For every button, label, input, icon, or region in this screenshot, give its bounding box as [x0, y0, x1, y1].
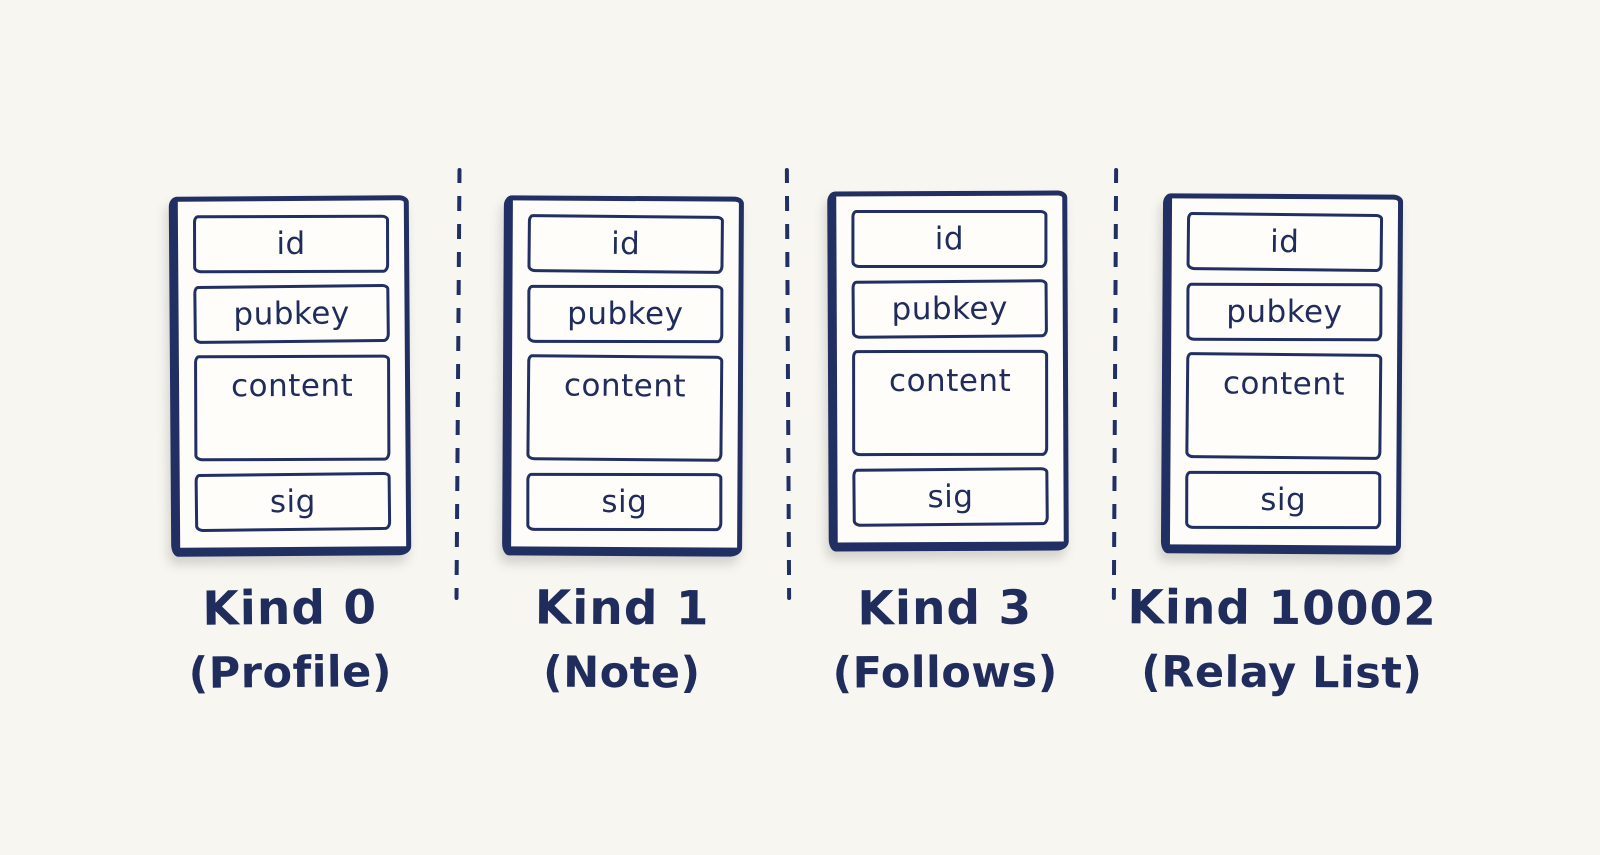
- field-pubkey: pubkey: [1186, 282, 1383, 342]
- kind-sublabel: (Note): [542, 647, 701, 699]
- kind-sublabel: (Follows): [832, 647, 1058, 699]
- dashed-divider: [454, 167, 462, 601]
- field-sig: sig: [1185, 470, 1382, 530]
- kind-label: Kind 3: [857, 580, 1033, 637]
- field-pubkey: pubkey: [527, 284, 724, 344]
- event-card-kind-0: id pubkey content sig: [168, 195, 412, 557]
- kind-sublabel: (Relay List): [1141, 646, 1423, 699]
- field-content: content: [852, 349, 1049, 457]
- field-id: id: [851, 209, 1048, 268]
- caption-kind-1: Kind 1 (Note): [442, 575, 803, 705]
- field-sig: sig: [194, 471, 392, 533]
- event-card-kind-1: id pubkey content sig: [502, 195, 744, 557]
- field-pubkey: pubkey: [851, 279, 1048, 339]
- field-content: content: [1185, 352, 1383, 460]
- kind-label: Kind 1: [534, 580, 710, 637]
- dashed-divider: [784, 167, 792, 601]
- field-sig: sig: [526, 472, 723, 532]
- field-content: content: [526, 354, 724, 462]
- event-card-kind-10002: id pubkey content sig: [1160, 193, 1404, 555]
- event-card-kind-3: id pubkey content sig: [827, 190, 1069, 552]
- field-sig: sig: [852, 467, 1049, 527]
- kind-label: Kind 10002: [1127, 580, 1438, 637]
- dashed-divider: [1111, 167, 1119, 601]
- caption-kind-3: Kind 3 (Follows): [765, 575, 1126, 705]
- kind-label: Kind 0: [202, 580, 378, 637]
- caption-kind-0: Kind 0 (Profile): [109, 574, 470, 705]
- kind-sublabel: (Profile): [188, 646, 393, 699]
- field-id: id: [193, 214, 390, 274]
- field-content: content: [194, 354, 391, 462]
- caption-kind-10002: Kind 10002 (Relay List): [1102, 575, 1463, 705]
- field-id: id: [527, 214, 724, 274]
- field-id: id: [1186, 211, 1384, 273]
- field-pubkey: pubkey: [193, 283, 390, 345]
